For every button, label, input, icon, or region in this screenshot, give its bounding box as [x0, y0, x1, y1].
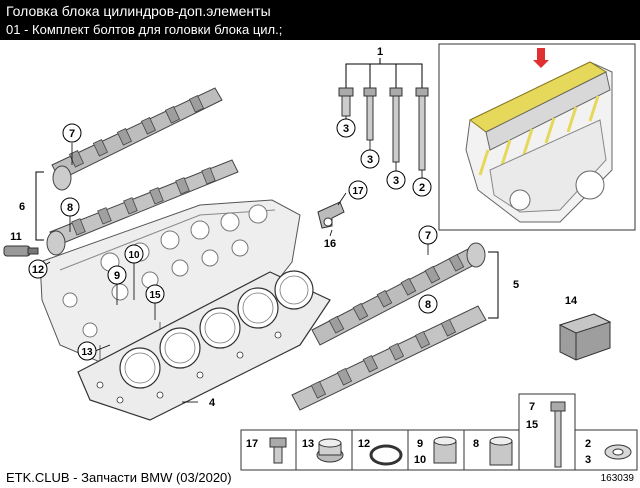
watermark-text: ETK.CLUB - Запчасти BMW (03/2020) — [6, 470, 232, 485]
callout-labels: 7 8 12 10 9 15 13 7 8 17 3 3 3 2 1 6 11 … — [10, 46, 578, 409]
strip-label-10[interactable]: 10 — [414, 454, 426, 466]
engine-inset — [438, 43, 636, 231]
bolt-set-drawing[interactable] — [338, 58, 429, 171]
callout-15[interactable]: 15 — [149, 290, 161, 301]
callout-10[interactable]: 10 — [128, 250, 140, 261]
callout-2[interactable]: 2 — [419, 182, 425, 194]
part-11-sensor[interactable] — [3, 245, 39, 257]
strip-labels: 17 13 12 9 10 8 7 15 2 3 — [246, 401, 591, 466]
callout-12[interactable]: 12 — [32, 264, 44, 276]
callout-7-right[interactable]: 7 — [425, 230, 431, 242]
camshaft-lower-right[interactable] — [291, 305, 487, 411]
strip-label-9[interactable]: 9 — [417, 438, 423, 450]
strip-label-2[interactable]: 2 — [585, 438, 591, 450]
callout-1[interactable]: 1 — [377, 46, 383, 58]
callout-bracket-5 — [488, 251, 499, 319]
callout-14[interactable]: 14 — [565, 295, 578, 307]
callout-11[interactable]: 11 — [10, 231, 22, 243]
camshaft-upper-left[interactable] — [51, 87, 223, 191]
image-number: 163039 — [600, 473, 634, 484]
head-gasket-drawing[interactable] — [77, 270, 331, 421]
callout-5[interactable]: 5 — [513, 279, 519, 291]
callout-9[interactable]: 9 — [114, 270, 120, 282]
camshaft-lower-left[interactable] — [46, 159, 239, 256]
part-16-bracket[interactable] — [317, 201, 345, 229]
callout-bracket-6 — [35, 171, 44, 241]
callout-8-right[interactable]: 8 — [425, 299, 431, 311]
callout-4[interactable]: 4 — [209, 397, 216, 409]
callout-7-left[interactable]: 7 — [69, 128, 75, 140]
strip-label-13[interactable]: 13 — [302, 438, 314, 450]
strip-label-7[interactable]: 7 — [529, 401, 535, 413]
callout-13[interactable]: 13 — [81, 347, 93, 358]
strip-label-12[interactable]: 12 — [358, 438, 370, 450]
strip-label-3[interactable]: 3 — [585, 454, 591, 466]
strip-label-17[interactable]: 17 — [246, 438, 258, 450]
title-bar: Головка блока цилиндров-доп.элементы 01 … — [0, 0, 640, 40]
callout-6[interactable]: 6 — [19, 201, 25, 213]
part-14-box[interactable] — [558, 313, 612, 361]
callout-circles — [28, 118, 438, 361]
callout-8-left[interactable]: 8 — [67, 202, 73, 214]
callout-3-a[interactable]: 3 — [343, 123, 349, 135]
callout-3-c[interactable]: 3 — [393, 175, 399, 187]
strip-label-15[interactable]: 15 — [526, 419, 538, 431]
parts-strip — [240, 393, 638, 471]
strip-label-8[interactable]: 8 — [473, 438, 479, 450]
callout-17[interactable]: 17 — [352, 186, 364, 197]
page-title: Головка блока цилиндров-доп.элементы — [6, 3, 271, 19]
page-subtitle[interactable]: 01 - Комплект болтов для головки блока ц… — [6, 22, 283, 37]
camshaft-upper-right[interactable] — [311, 242, 486, 346]
callout-16[interactable]: 16 — [324, 238, 336, 250]
callout-3-b[interactable]: 3 — [367, 154, 373, 166]
